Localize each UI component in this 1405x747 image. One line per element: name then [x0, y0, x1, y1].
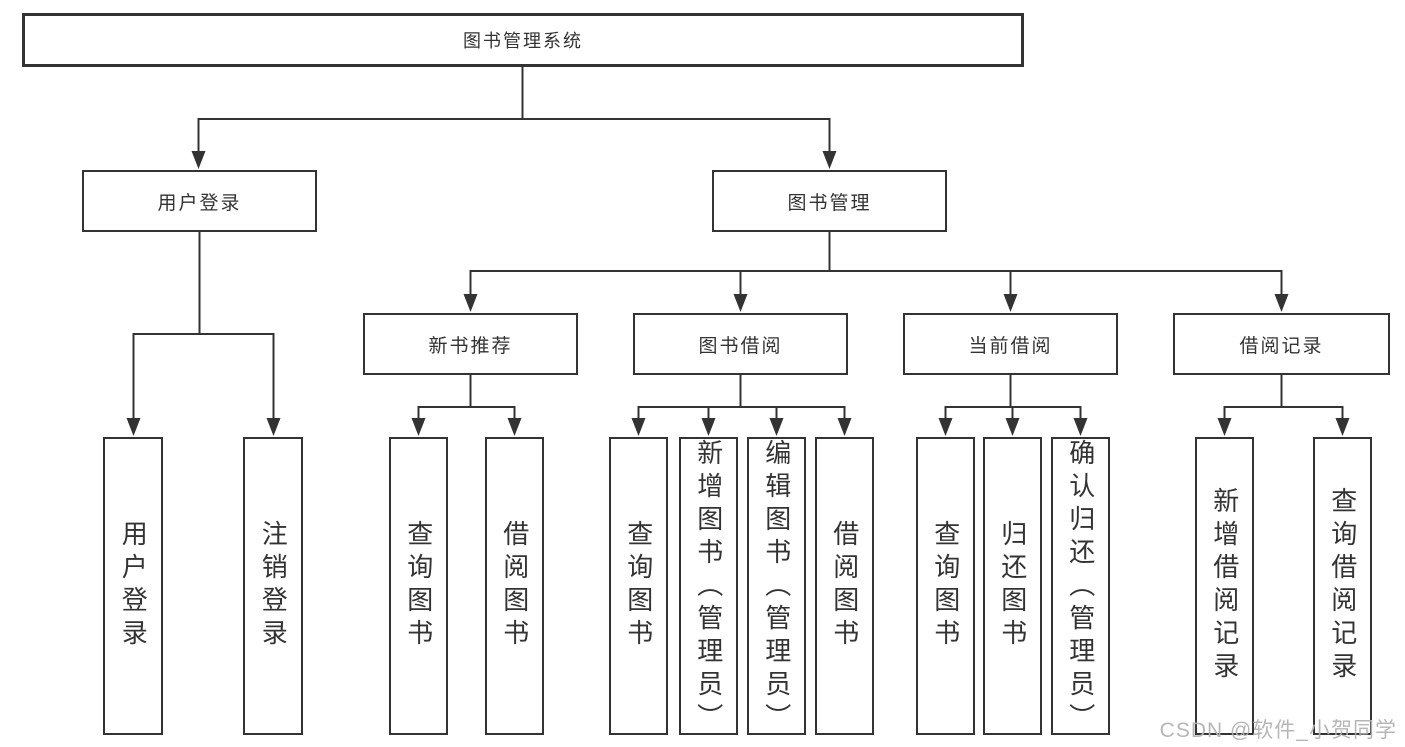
leaf-logout-label: 注销登录: [258, 520, 289, 652]
leaf-borrowing-edit-books-admin-label: 编辑图书（管理员）: [761, 439, 792, 736]
connector-root-to-level2: [191, 67, 837, 169]
leaf-current-confirm-return-admin: 确认归还（管理员）: [1051, 437, 1110, 736]
csdn-watermark-text: CSDN @软件_小贺同学: [1159, 719, 1397, 742]
leaf-records-add-record-label: 新增借阅记录: [1209, 487, 1240, 685]
node-new-book-recommendation: 新书推荐: [363, 313, 578, 375]
leaf-current-return-books: 归还图书: [983, 437, 1042, 735]
leaf-borrowing-add-books-admin: 新增图书（管理员）: [679, 437, 738, 736]
connector-new-books: [411, 375, 522, 436]
node-user-login-branch: 用户登录: [82, 170, 317, 232]
leaf-current-confirm-return-admin-label: 确认归还（管理员）: [1065, 439, 1096, 736]
node-user-login-branch-label: 用户登录: [157, 192, 242, 214]
leaf-borrowing-query-books-label: 查询图书: [623, 520, 654, 652]
leaf-records-query-record-label: 查询借阅记录: [1327, 487, 1358, 685]
connector-borrowing-records: [1217, 375, 1350, 436]
leaf-newbooks-borrow-books-label: 借阅图书: [499, 520, 530, 652]
node-current-borrowing-label: 当前借阅: [968, 335, 1053, 357]
connector-current-borrowing: [938, 375, 1088, 436]
leaf-borrowing-query-books: 查询图书: [609, 437, 668, 735]
leaf-current-query-books: 查询图书: [916, 437, 975, 735]
node-new-book-recommendation-label: 新书推荐: [428, 335, 513, 357]
node-book-borrowing: 图书借阅: [633, 313, 848, 375]
leaf-user-login-label: 用户登录: [118, 520, 149, 652]
connector-book-mgmt-to-level3: [463, 232, 1289, 312]
node-root-label: 图书管理系统: [463, 31, 583, 51]
node-borrowing-records: 借阅记录: [1173, 313, 1390, 375]
leaf-current-return-books-label: 归还图书: [997, 520, 1028, 652]
leaf-newbooks-query-books: 查询图书: [389, 437, 448, 735]
leaf-records-query-record: 查询借阅记录: [1313, 437, 1372, 735]
leaf-newbooks-borrow-books: 借阅图书: [485, 437, 544, 735]
node-book-borrowing-label: 图书借阅: [698, 335, 783, 357]
leaf-user-login: 用户登录: [103, 437, 163, 735]
node-root-system: 图书管理系统: [22, 13, 1024, 67]
leaf-borrowing-edit-books-admin: 编辑图书（管理员）: [747, 437, 806, 736]
leaf-borrowing-borrow-books: 借阅图书: [815, 437, 874, 735]
connector-user-login-branch: [126, 232, 281, 436]
leaf-current-query-books-label: 查询图书: [930, 520, 961, 652]
leaf-borrowing-add-books-admin-label: 新增图书（管理员）: [693, 439, 724, 736]
leaf-borrowing-borrow-books-label: 借阅图书: [829, 520, 860, 652]
leaf-newbooks-query-books-label: 查询图书: [403, 520, 434, 652]
node-current-borrowing: 当前借阅: [903, 313, 1118, 375]
node-book-management-branch: 图书管理: [712, 170, 947, 232]
leaf-records-add-record: 新增借阅记录: [1195, 437, 1254, 735]
connector-book-borrowing: [631, 375, 852, 436]
leaf-logout: 注销登录: [243, 437, 303, 735]
node-book-management-branch-label: 图书管理: [787, 192, 872, 214]
csdn-watermark: CSDN @软件_小贺同学: [1160, 714, 1397, 744]
node-borrowing-records-label: 借阅记录: [1239, 335, 1324, 357]
